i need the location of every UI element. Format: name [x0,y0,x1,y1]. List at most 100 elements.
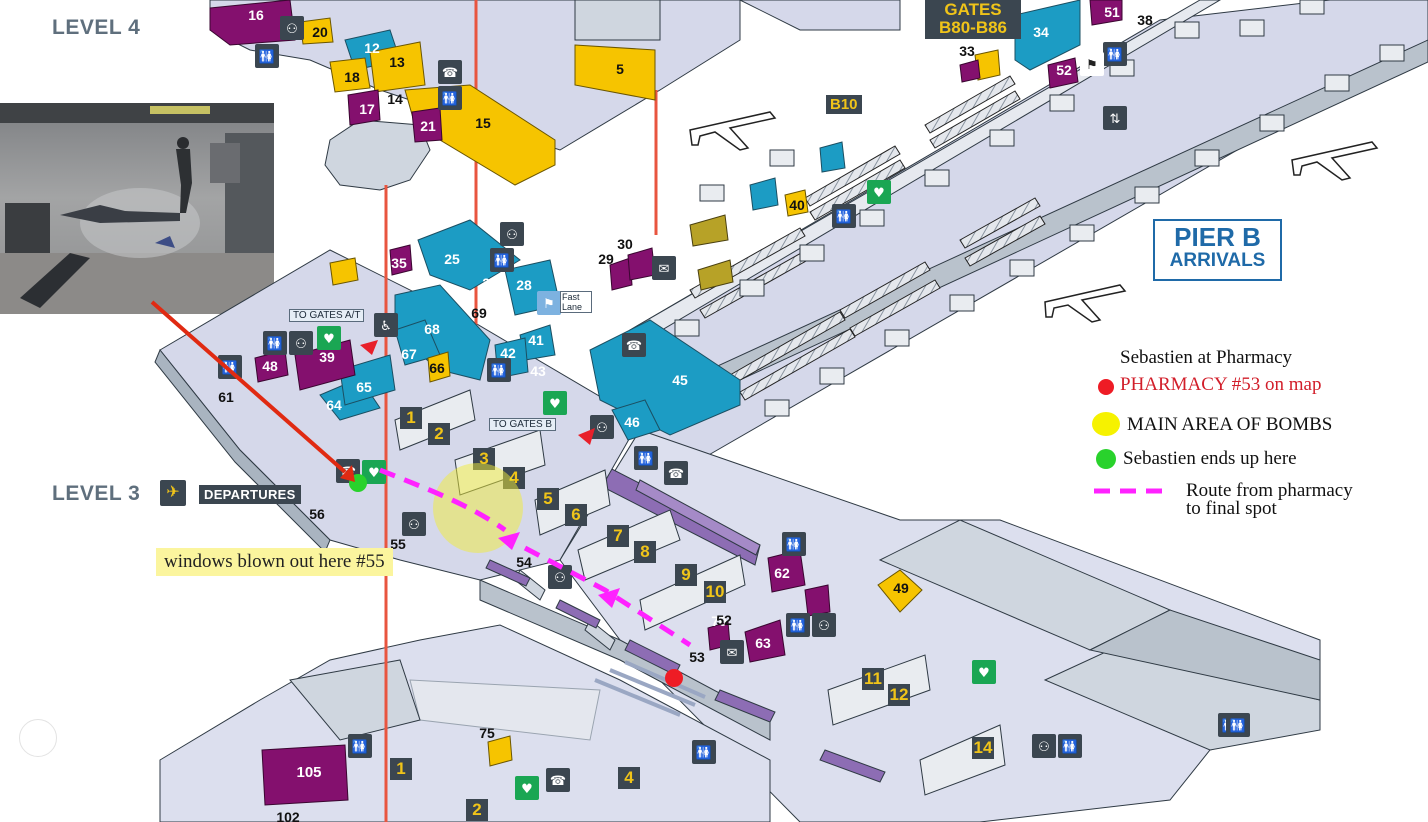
restroom-icon [218,355,242,379]
shop-number: 3 [479,449,488,468]
shop-number: 102 [276,809,300,822]
restroom-icon: 🚻 [267,336,283,352]
aed-icon: ♥ [549,397,561,412]
shop-number: 105 [296,764,321,781]
shop-number: 4 [624,768,634,787]
restroom-icon: 🚻 [696,745,712,761]
aed-icon: ♥ [521,782,533,797]
fast-lane-icon [537,291,561,315]
bomb-area-marker [433,463,523,553]
gate-box [607,525,629,547]
shop-number: 64 [326,397,342,413]
shop-number: 52 [1056,62,1072,78]
shop-number: 2 [434,424,443,443]
shop-number: 33 [959,43,975,59]
phone-icon [438,60,462,84]
aed-icon [543,391,567,415]
shop-number: 34 [1033,24,1049,40]
phone-icon: ⚇ [286,22,298,37]
restroom-icon: 🚻 [790,618,806,634]
aed-icon: ♥ [978,666,990,681]
shop-number: 6 [571,505,580,524]
restroom-icon [786,613,810,637]
to-gates-b-sign: TO GATES B [489,418,557,431]
shop-number: 9 [681,565,690,584]
baby-change-icon: ⚇ [408,518,420,533]
shop-number: 14 [387,91,403,107]
gate-box [390,758,412,780]
shop-number: 39 [319,349,335,365]
shop-number: 69 [471,305,487,321]
restroom-icon: 🚻 [1107,47,1123,63]
restroom-icon [348,734,372,758]
pier-b-sign: PIER B ARRIVALS [1153,219,1282,281]
shop-number: 45 [672,372,688,388]
photo-scene [0,103,274,314]
shop-number: 42 [500,345,516,361]
baby-change-icon: ⚇ [295,337,307,352]
shop-number: 35 [391,255,407,271]
aed-icon [317,326,341,350]
gate-box [466,799,488,821]
restroom-icon: 🚻 [352,739,368,755]
baby-change-icon [500,222,524,246]
restroom-icon [782,532,806,556]
baby-change-icon [590,415,614,439]
shop-number: 61 [218,389,234,405]
restroom-icon [1058,734,1082,758]
restroom-icon: 🚻 [836,209,852,225]
direction-arrow-icons [360,340,595,445]
mail-icon [720,640,744,664]
shop-number: 29 [598,251,614,267]
restroom-icon [255,44,279,68]
gate-box [565,504,587,526]
baby-change-icon: ⚇ [554,571,566,586]
lift-icon: ⇅ [1110,112,1121,127]
aed-icon [867,180,891,204]
legend-route-1: Route from pharmacy [1186,480,1353,501]
gates-sign: GATES B80-B86 [925,0,1021,39]
gate-box [972,737,994,759]
restroom-icon: 🚻 [442,91,458,107]
shop-number-labels: 5131518204049667516172135394851526263701… [218,4,1153,822]
shop-number: 7 [613,526,622,545]
shop-number: 1 [396,759,405,778]
shop-number: 52 [716,612,732,628]
departures-badge: DEPARTURES [199,485,301,504]
route-arrow [598,588,620,608]
pharmacy-marker [665,669,683,687]
level-4-label: LEVEL 4 [52,16,141,39]
shop-number: 14 [974,738,993,757]
pier-sign-title: PIER B [1174,222,1261,252]
gate-box [618,767,640,789]
pier-sign-subtitle: ARRIVALS [1169,250,1266,271]
restroom-icon: 🚻 [494,253,510,269]
phone-icon [280,16,304,40]
b10-sign: B10 [826,95,862,114]
level-selector-button[interactable] [19,719,57,757]
shop-number: 75 [479,725,495,741]
phone-icon: ☎ [626,339,642,354]
legend-bombs: MAIN AREA OF BOMBS [1127,414,1333,435]
phone-icon [652,256,676,280]
shop-number: 5 [616,61,624,77]
fast-lane-sign: Fast Lane [560,291,592,313]
baby-change-icon: ⚇ [596,421,608,436]
shop-number: 4 [509,468,519,487]
shop-number: 68 [424,321,440,337]
shop-number: 28 [516,277,532,293]
gate-box [400,407,422,429]
mail-icon [1080,52,1104,76]
shop-number: 54 [516,554,532,570]
shop-number: 65 [356,379,372,395]
shop-number: 20 [312,24,328,40]
restroom-icon: 🚻 [786,537,802,553]
shop-number: 66 [429,360,445,376]
shop-number: 12 [890,685,909,704]
legend-red-dot [1098,379,1114,395]
wheelchair-icon: ♿ [380,319,392,334]
restroom-icon [438,86,462,110]
shop-number: 21 [420,118,436,134]
mail-icon: ⚑ [1086,58,1098,73]
restroom-icon: 🚻 [1062,739,1078,755]
